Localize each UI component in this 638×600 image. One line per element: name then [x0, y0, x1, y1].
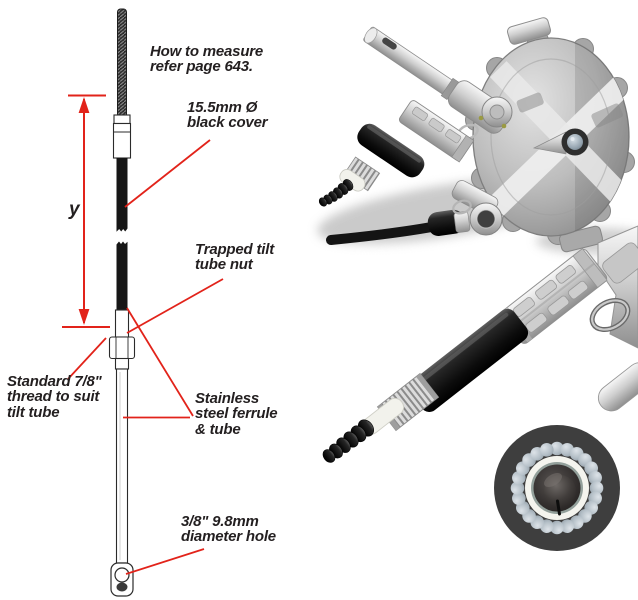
label-thread: Standard 7/8" thread to suit tilt tube	[7, 374, 102, 420]
hub-cap	[567, 134, 583, 150]
label-line: & tube	[195, 420, 241, 438]
threaded-rod-end	[117, 8, 127, 118]
core-slit	[556, 499, 561, 516]
leader-hole	[125, 548, 205, 575]
closeup-coil-tip	[322, 419, 375, 463]
helm-photo	[317, 17, 638, 254]
tilt-tube-nut-drawing	[108, 336, 136, 360]
label-line: Trapped tilt	[195, 241, 274, 258]
cable-end-photo	[322, 225, 638, 463]
label-line: black cover	[187, 114, 268, 132]
label-line: 3/8" 9.8mm	[181, 513, 259, 530]
lower-clamp	[451, 180, 503, 236]
steel-tube-drawing	[115, 368, 129, 564]
black-cover-upper	[116, 158, 128, 232]
cable-clamp	[447, 80, 513, 141]
leader-black-cover	[124, 139, 211, 208]
label-ferrule: Stainless steel ferrule & tube	[195, 390, 278, 438]
label-line: tilt tube	[7, 403, 60, 421]
ferrule-drawing	[114, 309, 130, 338]
label-line: 15.5mm Ø	[187, 99, 258, 116]
helm-cable-sleeve	[357, 123, 425, 178]
leader-thread	[67, 337, 107, 380]
label-dimension-y: y	[69, 199, 80, 220]
helm-mount-ear	[507, 17, 551, 45]
label-tilt-tube-nut: Trapped tilt tube nut	[195, 242, 274, 273]
black-cover-lower	[116, 241, 128, 310]
label-how-to-measure: How to measure refer page 643.	[150, 44, 263, 75]
tilt-tube-background	[597, 362, 638, 412]
rod-fitting-body	[112, 122, 132, 159]
mounting-hole	[114, 567, 130, 583]
label-line: refer page 643.	[150, 58, 253, 76]
helm-cable-ferrule	[398, 100, 475, 163]
dimension-line-y	[62, 94, 110, 328]
steering-shaft	[363, 26, 468, 105]
label-line: How to measure	[150, 43, 264, 60]
closeup-sleeve	[408, 308, 529, 412]
label-line: diameter hole	[181, 528, 276, 546]
label-diameter-hole: 3/8" 9.8mm diameter hole	[181, 514, 276, 545]
closeup-ferrule	[500, 248, 608, 344]
label-line: steel ferrule	[195, 405, 278, 423]
leader-ferrule-upper	[126, 307, 194, 417]
label-line: Standard 7/8"	[7, 373, 102, 390]
label-line: Stainless	[195, 390, 260, 407]
leader-tilt-nut	[126, 278, 224, 334]
label-line: tube nut	[195, 256, 253, 274]
label-line: thread to suit	[7, 388, 100, 406]
leader-lines	[67, 139, 224, 575]
cross-section-photo	[494, 425, 620, 551]
helm-cable-coil-tip	[318, 179, 354, 207]
rod-fitting-band	[113, 114, 131, 125]
cable-drawing	[108, 8, 136, 597]
label-black-cover: 15.5mm Ø black cover	[187, 99, 268, 132]
